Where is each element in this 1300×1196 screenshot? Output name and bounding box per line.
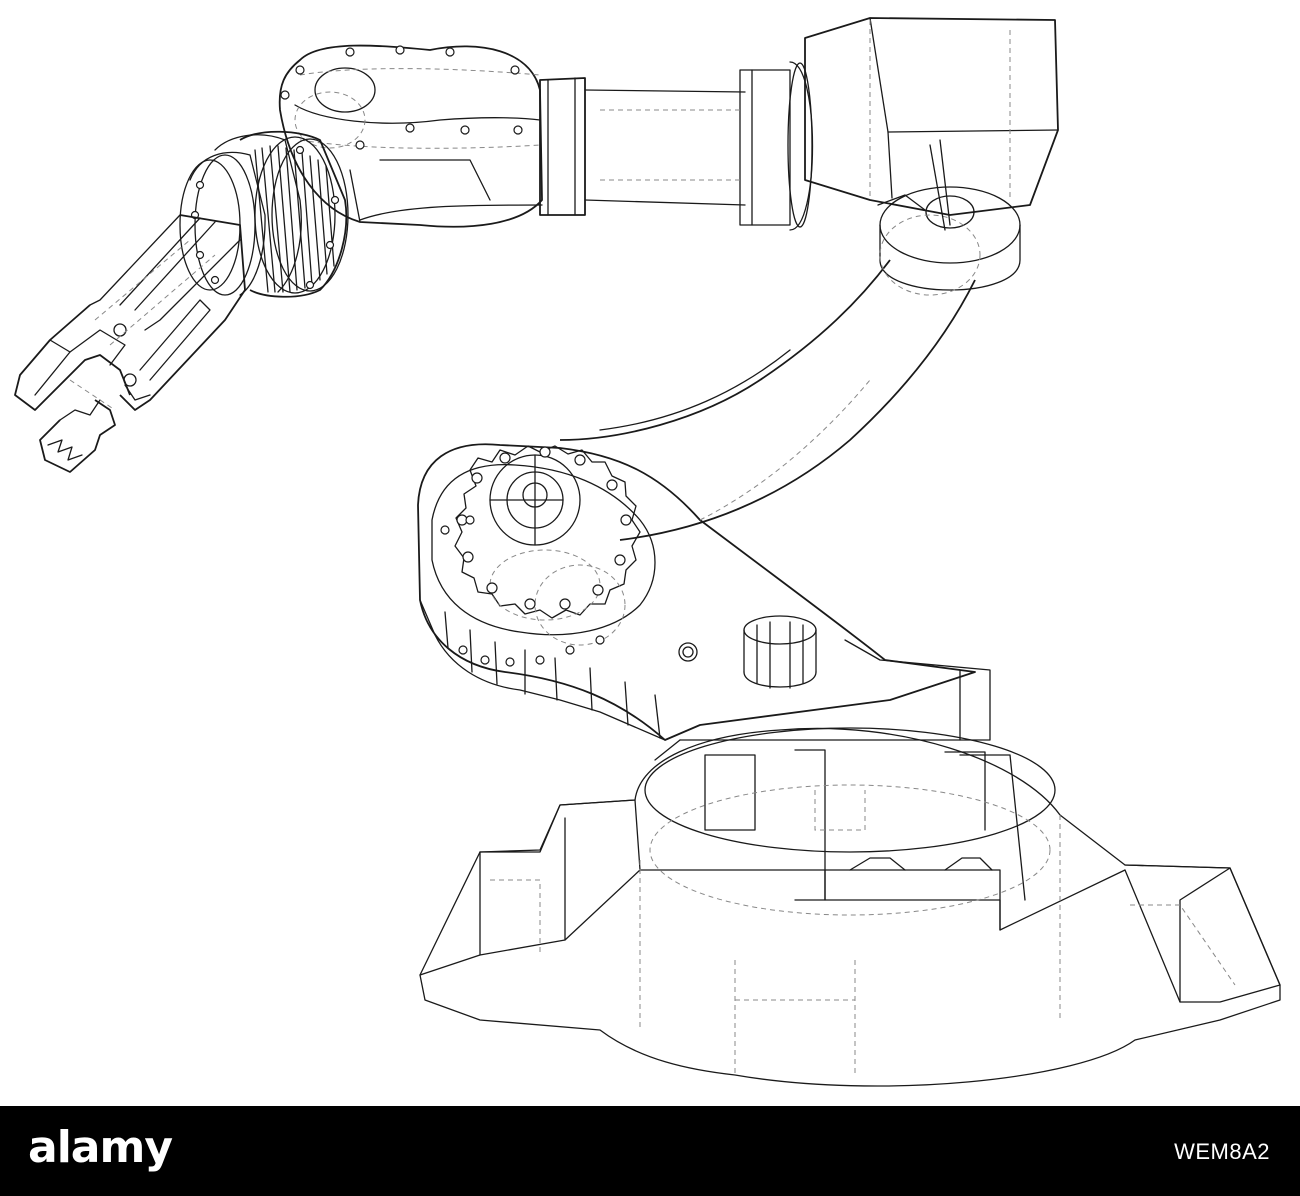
wrist-bolts [280,45,523,150]
middle-arm-link [559,259,976,541]
alamy-logo[interactable]: alamy [28,1122,173,1173]
elbow-joint [804,17,1059,296]
rotary-joint [179,130,349,298]
stock-footer-bar: alamy WEM8A2 [0,1106,1300,1196]
rotary-bolts [190,145,340,290]
forearm-shaft [539,61,814,231]
robotic-arm-drawing [14,17,1281,1087]
gear-bolts [440,446,632,667]
image-id-label: WEM8A2 [1174,1139,1270,1164]
wrist-housing [278,44,543,228]
lower-arm [417,443,991,761]
robot-base [419,727,1281,1087]
gripper [14,214,246,473]
